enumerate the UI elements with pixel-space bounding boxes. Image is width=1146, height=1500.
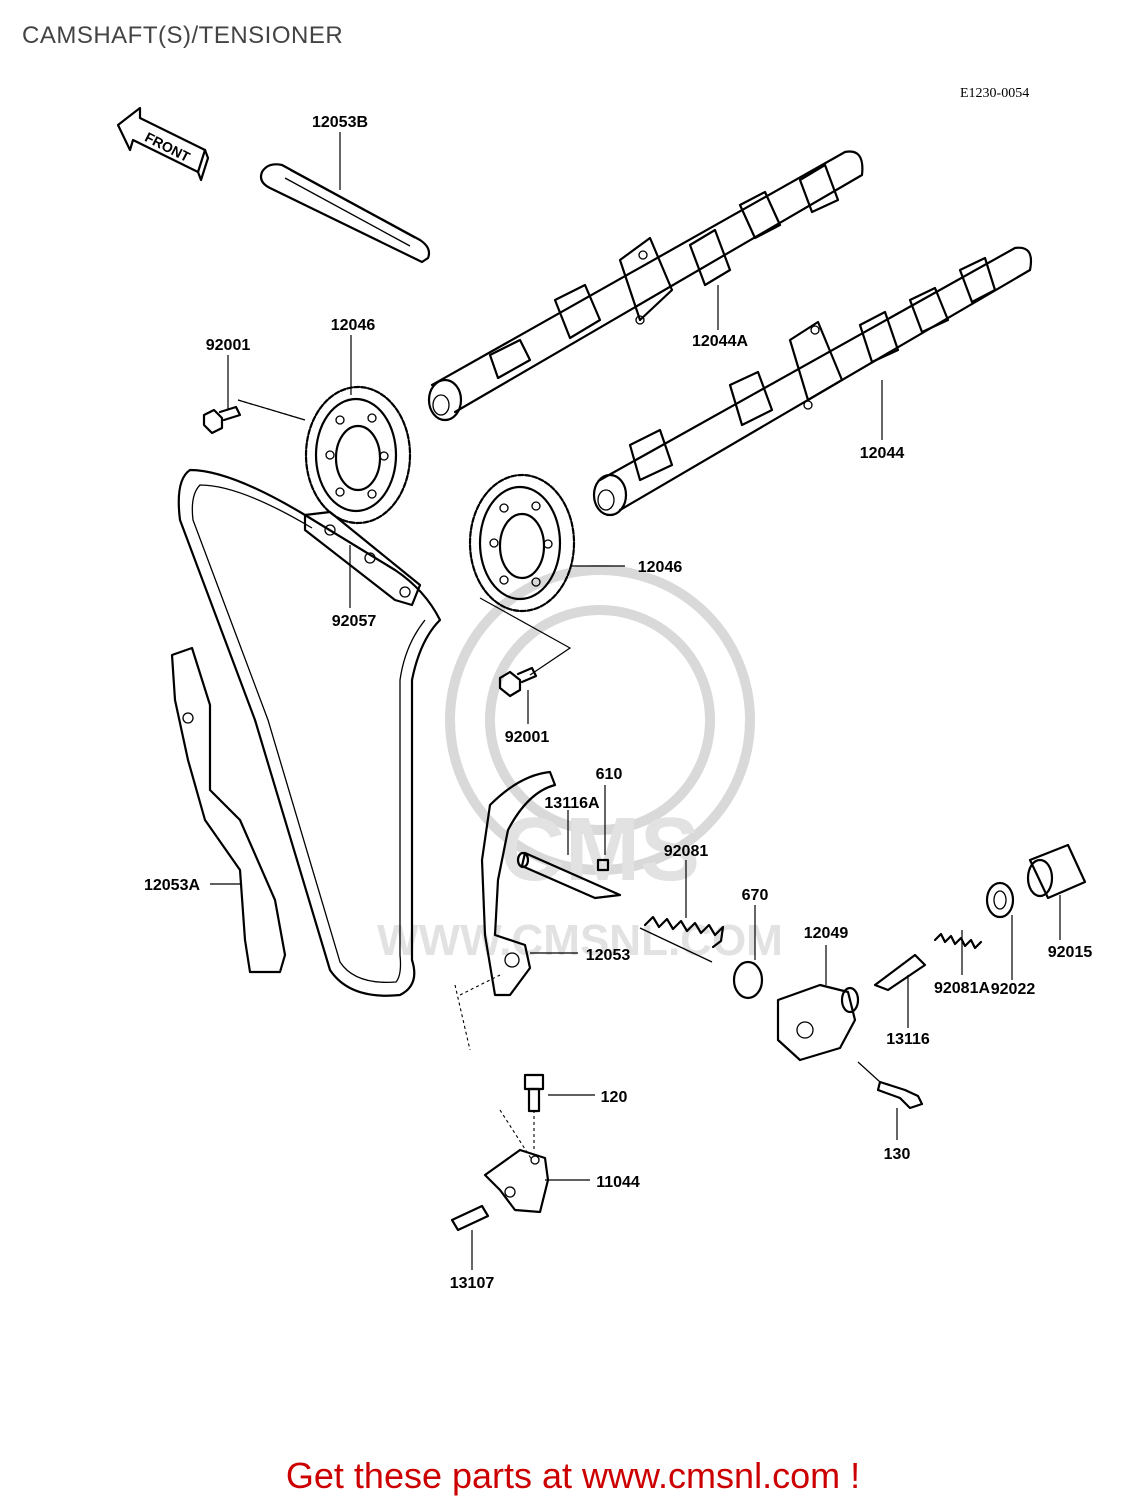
tensioner-body-12049 (776, 983, 860, 1062)
callout-11044: 11044 (596, 1174, 640, 1191)
callout-92015: 92015 (1048, 944, 1093, 961)
front-arrow-icon: FRONT (116, 106, 210, 182)
camshaft-12044 (592, 246, 1033, 517)
leader-lines (210, 132, 1061, 1270)
callout-labels: 12053B 12046 92001 12044A 12044 12046 92… (144, 114, 1092, 1292)
callout-92057: 92057 (332, 613, 377, 630)
camshaft-12044A (427, 150, 864, 422)
callout-92001-top: 92001 (206, 337, 251, 354)
cap-nut-92015 (1026, 843, 1087, 900)
o-ring-670 (732, 960, 764, 1000)
upper-chain-guide-12053B (259, 163, 431, 264)
tensioner-arm-12053 (480, 770, 557, 997)
bolt-120 (523, 1073, 545, 1113)
callout-92001-mid: 92001 (505, 729, 550, 746)
callout-13116: 13116 (886, 1031, 930, 1048)
pin-13116A (516, 851, 622, 900)
sprocket-12046-top (304, 385, 412, 525)
callout-12044A: 12044A (692, 333, 748, 350)
promo-link-text[interactable]: Get these parts at www.cmsnl.com ! (285, 1455, 861, 1496)
callout-12049: 12049 (804, 925, 849, 942)
cam-chain (177, 468, 442, 997)
callout-130: 130 (884, 1146, 911, 1163)
callout-92081A: 92081A (934, 980, 990, 997)
callout-12046-mid: 12046 (638, 559, 683, 576)
spring-92081 (639, 915, 725, 963)
bolt-130 (876, 1080, 924, 1110)
diagram-code: E1230-0054 (960, 86, 1030, 101)
dowel-13107 (450, 1204, 490, 1232)
sprocket-12046-mid (468, 473, 576, 613)
push-rod-13116 (873, 953, 927, 992)
bracket-11044 (483, 1148, 550, 1214)
callout-610: 610 (596, 766, 623, 783)
watermark-logo: CMS WWW.CMSNL.COM (377, 565, 783, 965)
callout-670: 670 (742, 887, 769, 904)
callout-13116A: 13116A (544, 795, 600, 812)
callout-12053B: 12053B (312, 114, 368, 131)
diagram-title: CAMSHAFT(S)/TENSIONER (22, 22, 344, 49)
watermark-logo-text: CMS (500, 800, 700, 900)
callout-92022: 92022 (991, 981, 1036, 998)
callout-12044: 12044 (860, 445, 905, 462)
callout-12046-top: 12046 (331, 317, 376, 334)
front-arrow-label: FRONT (142, 129, 193, 165)
washer-92022 (985, 881, 1015, 919)
callout-92081: 92081 (664, 843, 709, 860)
spring-92081A (933, 932, 983, 950)
dowel-610 (596, 858, 610, 872)
chain-guide-12053A (170, 646, 287, 974)
watermark-url: WWW.CMSNL.COM (377, 916, 783, 965)
chain-link-92057 (303, 510, 422, 607)
callout-13107: 13107 (450, 1275, 495, 1292)
bolt-92001-top (202, 405, 242, 435)
callout-12053A: 12053A (144, 877, 200, 894)
callout-12053: 12053 (586, 947, 631, 964)
callout-120: 120 (601, 1089, 628, 1106)
